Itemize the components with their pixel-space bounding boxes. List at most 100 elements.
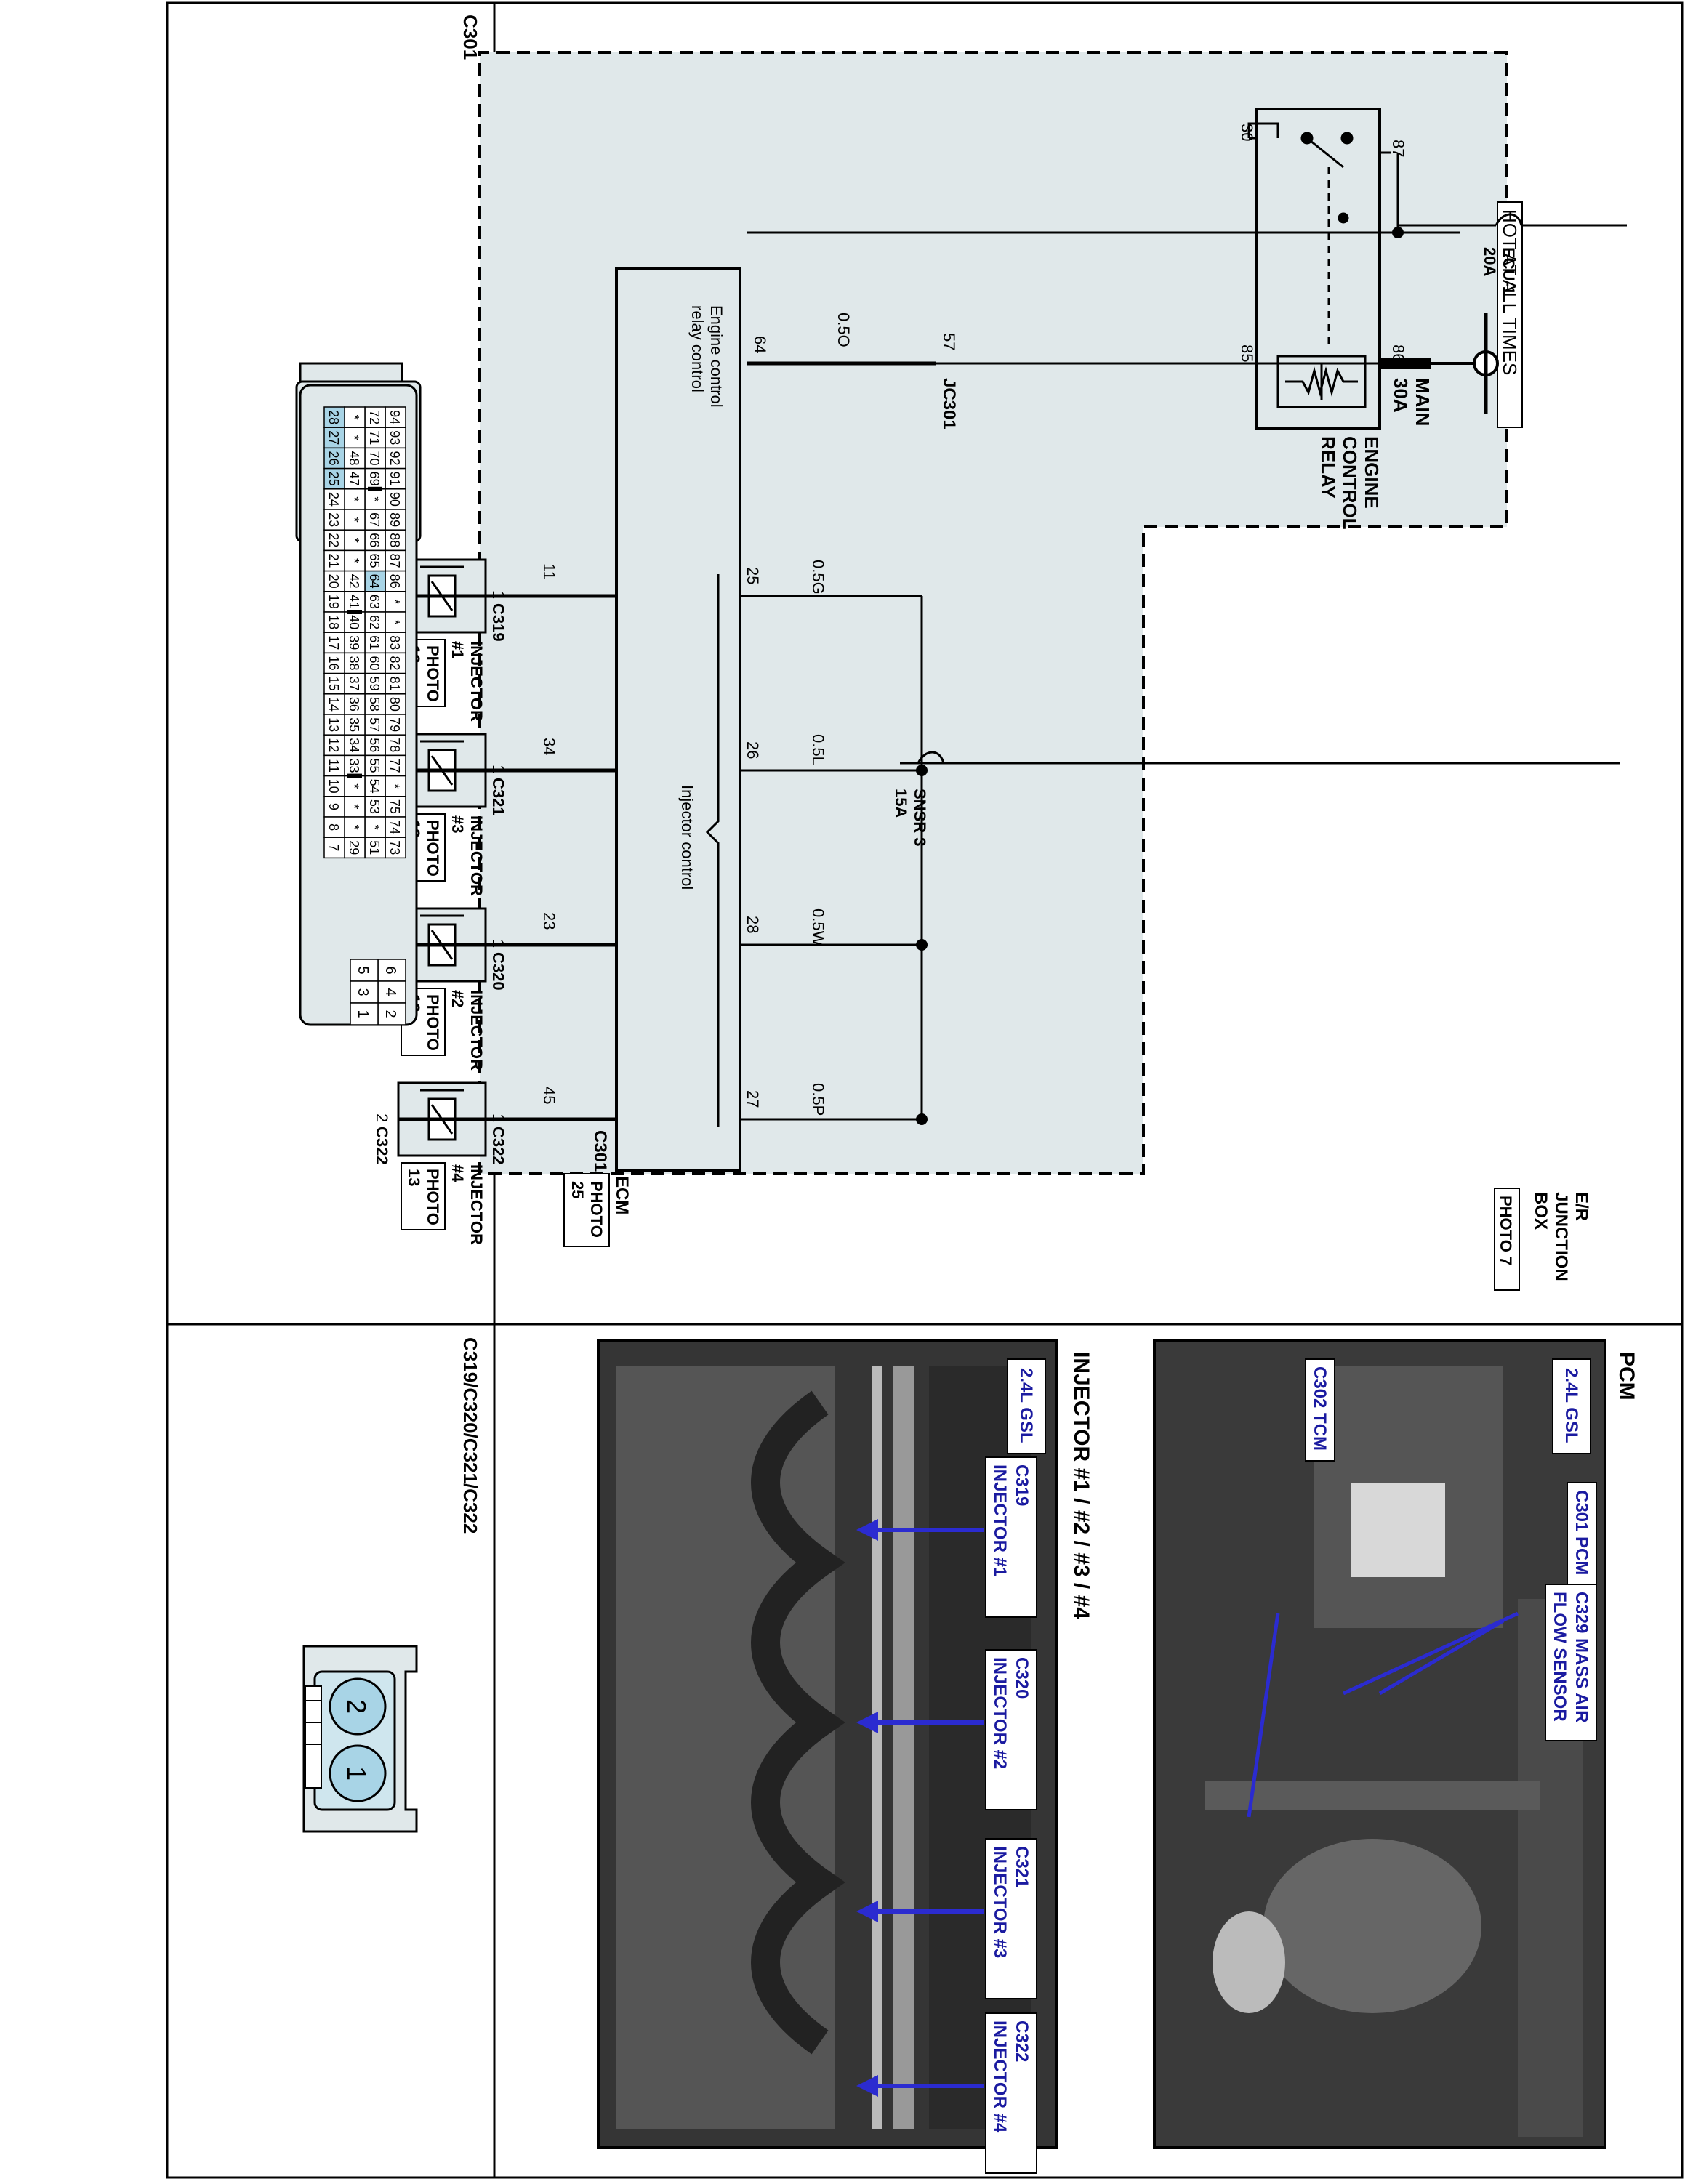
jc301-label: JC301 xyxy=(939,378,959,430)
svg-text:C320INJECTOR #2: C320INJECTOR #2 xyxy=(990,1657,1031,1769)
c301-pin-label: 74 xyxy=(387,820,402,834)
injector-label: INJECTOR xyxy=(467,1164,486,1245)
callout-arrow-icon xyxy=(1342,1611,1519,1696)
ecm-pin: 28 xyxy=(744,916,762,933)
injector-callout-label: C319 xyxy=(1012,1464,1031,1506)
c301-pin-label: 10 xyxy=(326,779,341,794)
c301-pin-label: 54 xyxy=(367,779,382,794)
c301-pin-label: 22 xyxy=(326,533,341,547)
c301-pin-label: 55 xyxy=(367,758,382,773)
injector-number: #2 xyxy=(449,990,467,1007)
c301-pin-label: 47 xyxy=(347,472,361,486)
injector-callout-label: INJECTOR #2 xyxy=(990,1657,1010,1769)
relay-label-line1: ENGINE xyxy=(1361,436,1383,509)
schematic: HOT AT ALL TIMES MAIN 30A ENGINE CONTROL… xyxy=(373,51,1627,1291)
jb-pin-2: 34 xyxy=(540,738,558,755)
c301-pin-label: 69 xyxy=(367,472,382,486)
c301-pin-label: 87 xyxy=(387,553,402,568)
c301-pin-label: 90 xyxy=(387,492,402,507)
injector-photo-ref: PHOTO xyxy=(424,994,442,1051)
ecm-photo-line2: 25 xyxy=(568,1181,587,1198)
c301-pin-label: 77 xyxy=(387,758,402,773)
ecm-pin: 25 xyxy=(744,567,762,584)
c301-pin-grid: 949392919089888786**83828180797877*75747… xyxy=(323,406,406,859)
c301-pin-label: 37 xyxy=(347,677,361,691)
svg-text:Engine control relay c: Engine control relay control xyxy=(688,305,725,412)
injector-pin-2: 2 xyxy=(373,1113,391,1122)
callout-arrowhead-icon xyxy=(856,1712,878,1733)
c301-pin-label: 64 xyxy=(367,574,382,589)
c319-connector-view: C319/C320/C321/C322 2 1 xyxy=(302,1337,481,1833)
c301-pin-label: 51 xyxy=(367,840,382,855)
c301-pin-label: 35 xyxy=(347,717,361,732)
c301-pin-label: * xyxy=(367,496,382,501)
c301-pin-label: 26 xyxy=(326,451,341,465)
injector-gsl-label: 2.4L GSL xyxy=(1016,1368,1036,1443)
jb-pin-4: 45 xyxy=(540,1087,558,1104)
c301-pin-label: 61 xyxy=(367,635,382,650)
injector-callout-label: INJECTOR #1 xyxy=(990,1464,1010,1576)
c301-pin-label: * xyxy=(387,783,402,789)
ecm-connector-label: C301 xyxy=(590,1130,610,1172)
jb-label-line3: BOX xyxy=(1531,1192,1551,1230)
ecm-pin-64: 64 xyxy=(751,336,769,353)
c301-pin-label: 27 xyxy=(326,430,341,445)
c301-pin-label: 70 xyxy=(367,451,382,465)
c301-pin-label: 39 xyxy=(347,635,361,650)
jb-label-line1: E/R xyxy=(1572,1192,1591,1221)
c301-pin-label: 25 xyxy=(326,472,341,486)
svg-text:PHOTO 25: PHOTO 25 xyxy=(568,1181,606,1242)
c301-pin-label: 92 xyxy=(387,451,402,465)
c301-pin-label: 19 xyxy=(326,595,341,609)
c319-pin-1 xyxy=(329,1744,387,1802)
ecm-box xyxy=(615,267,741,1172)
c301-pin-label: 17 xyxy=(326,635,341,650)
snsr3-fuse-label-line1: SNSR 3 xyxy=(911,789,929,846)
c301-pin-label: * xyxy=(367,825,382,830)
relay-switch-icon xyxy=(1300,132,1354,349)
c301-pin-label: 33 xyxy=(347,758,361,773)
c301-pin-label: 24 xyxy=(326,492,341,507)
c301-pin-label: 7 xyxy=(326,844,341,851)
c301-pin-label: 72 xyxy=(367,410,382,424)
c319-latch-icon xyxy=(305,1685,322,1789)
c301-pin-label: 66 xyxy=(367,533,382,547)
c301-power-pin-label: 2 xyxy=(382,1010,398,1018)
c301-pin-label: 53 xyxy=(367,799,382,814)
injector-callout-box xyxy=(985,1649,1037,1810)
c301-pin-label: 58 xyxy=(367,697,382,712)
c301-pin-label: 16 xyxy=(326,656,341,670)
c301-title: C301 xyxy=(459,15,481,60)
c319-pin-1-label: 1 xyxy=(342,1766,371,1781)
ecm-injector-control-label: Injector control xyxy=(678,785,696,890)
wire-label-bottom: 0.5P xyxy=(809,1083,827,1116)
c301-pin-label: 62 xyxy=(367,615,382,629)
engine-control-relay xyxy=(1255,108,1381,430)
injector-photo-ref: PHOTO xyxy=(424,645,442,702)
svg-text:ENGINE CONTROL: ENGINE CONTROL RELAY xyxy=(1317,436,1383,534)
injector-callout-label: INJECTOR #3 xyxy=(990,1846,1010,1958)
c301-pin-label: * xyxy=(387,620,402,625)
svg-text:C321INJECTOR #3: C321INJECTOR #3 xyxy=(990,1846,1031,1958)
svg-text:E/R JUNCTION B: E/R JUNCTION BOX xyxy=(1531,1192,1591,1286)
c301-pin-label: 40 xyxy=(347,615,361,629)
relay-coil-icon xyxy=(1276,355,1367,408)
c301-pin-label: * xyxy=(347,783,361,789)
svg-text:PHOTO13: PHOTO13 xyxy=(405,1169,442,1225)
c301-pin-label: * xyxy=(347,825,361,830)
svg-text:C302 TCM: C302 TCM xyxy=(1310,1366,1330,1451)
c301-pin-label: 18 xyxy=(326,615,341,629)
c301-pin-label: 59 xyxy=(367,677,382,691)
relay-pin-86: 86 xyxy=(1389,344,1407,362)
injector-callout-label: C321 xyxy=(1012,1846,1031,1887)
main-fuse-label-line2: 30A xyxy=(1390,378,1412,413)
pcm-photo-title: PCM xyxy=(1614,1352,1638,1401)
main-fuse-label-line1: MAIN xyxy=(1412,378,1433,426)
injector-label: INJECTOR xyxy=(467,641,486,722)
injector-number: #4 xyxy=(449,1164,467,1182)
c301-power-pin-cell xyxy=(350,1002,379,1025)
svg-text:C301 PCM: C301 PCM xyxy=(1572,1490,1591,1575)
callout-arrow-icon xyxy=(1378,1619,1505,1696)
